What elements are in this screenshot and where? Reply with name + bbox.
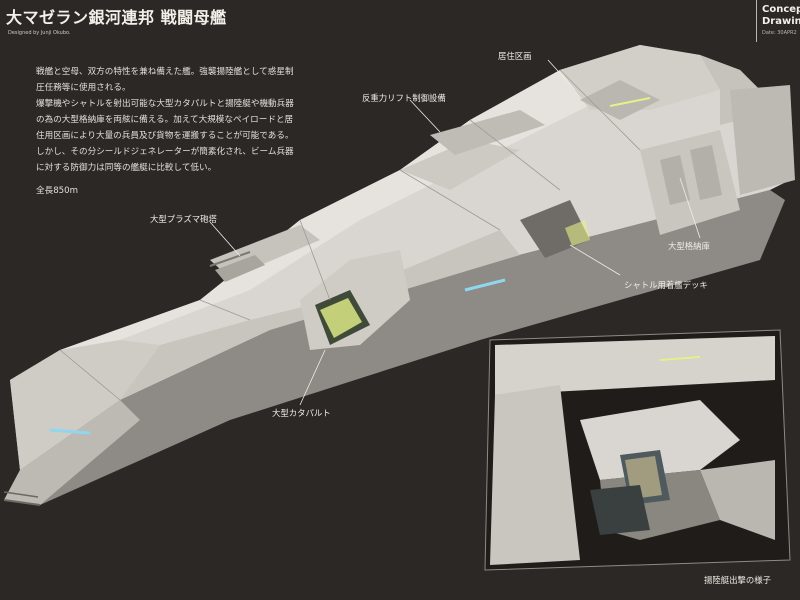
badge-line-1: Concep: [762, 4, 800, 15]
leader-catapult: [299, 349, 326, 406]
badge-date: Date: 30APR2: [762, 30, 797, 36]
callout-leaders: [209, 59, 701, 406]
description-line: に対する防御力は同等の艦艇に比較して低い。: [36, 163, 217, 173]
description-text: 戦艦と空母、双方の特性を兼ね備えた艦。強襲揚陸艦として惑星制 圧任務等に使用され…: [36, 64, 336, 176]
ship-length: 全長850m: [36, 186, 78, 196]
leader-living-quarters: [547, 59, 576, 91]
landing-craft-inset: [484, 329, 791, 571]
page-title: 大マゼラン銀河連邦 戦闘母艦: [6, 8, 227, 27]
callout-shuttle-deck: シャトル用着艦デッキ: [624, 280, 708, 290]
callout-catapult: 大型カタパルト: [272, 408, 331, 418]
callout-living-quarters: 居住区画: [498, 51, 532, 61]
leader-plasma-turret: [209, 221, 241, 257]
description-line: 戦艦と空母、双方の特性を兼ね備えた艦。強襲揚陸艦として惑星制: [36, 67, 294, 77]
leader-hangar: [679, 177, 701, 239]
description-line: の為の大型格納庫を両舷に備える。加えて大規模なペイロードと居: [36, 115, 294, 125]
callout-anti-gravity: 反重力リフト制御設備: [362, 93, 446, 103]
callout-hangar: 大型格納庫: [668, 241, 710, 251]
description-line: しかし、その分シールドジェネレーターが簡素化され、ビーム兵器: [36, 147, 294, 157]
leader-shuttle-deck: [569, 244, 621, 276]
callout-landing-craft: 揚陸艇出撃の様子: [704, 575, 771, 585]
description-line: 住用区画により大量の兵員及び貨物を運搬することが可能である。: [36, 131, 294, 141]
badge-line-2: Drawin: [762, 16, 800, 27]
callout-plasma-turret: 大型プラズマ砲塔: [150, 214, 217, 224]
concept-badge: Concep Drawin Date: 30APR2: [756, 0, 800, 42]
description-line: 爆撃機やシャトルを射出可能な大型カタパルトと揚陸艇や機動兵器: [36, 99, 294, 109]
main-hull: [3, 45, 795, 506]
designer-credit: Designed by Junji Okubo.: [8, 30, 71, 36]
description-line: 圧任務等に使用される。: [36, 83, 131, 93]
leader-anti-gravity: [409, 99, 441, 133]
